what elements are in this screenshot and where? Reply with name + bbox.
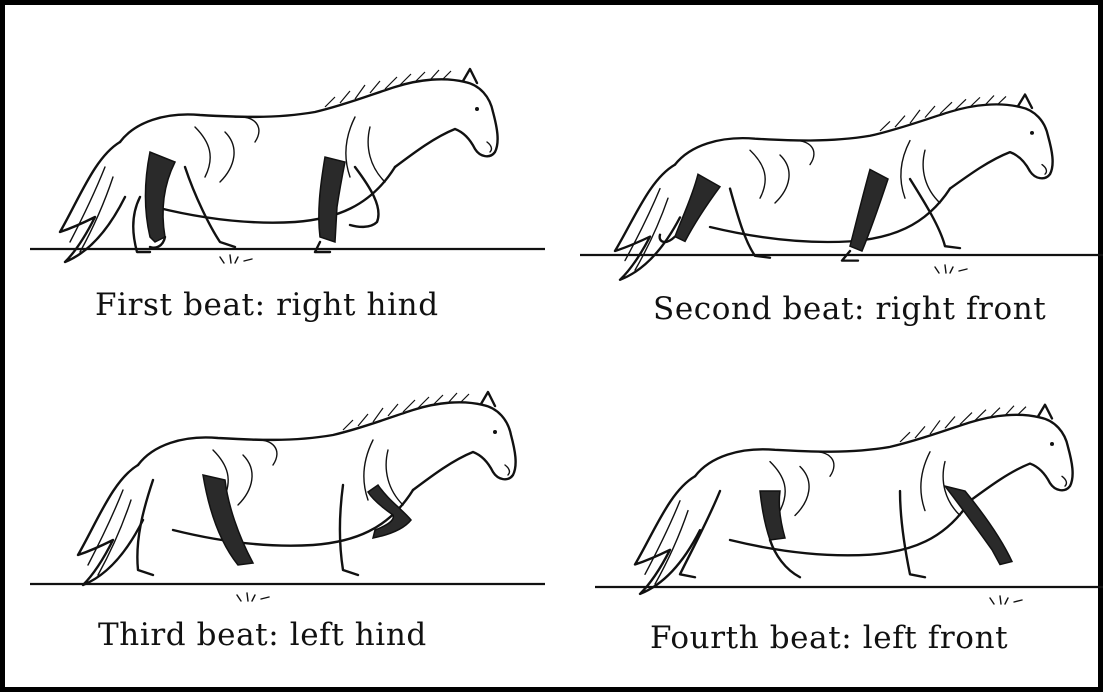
horse-illustration-first-beat — [60, 69, 498, 262]
caption-first-beat: First beat: right hind — [95, 287, 439, 323]
horse-illustration-fourth-beat — [635, 405, 1073, 594]
horse-illustration-second-beat — [615, 95, 1053, 280]
caption-third-beat: Third beat: left hind — [98, 617, 427, 653]
horse-illustration-third-beat — [78, 392, 516, 585]
gait-diagram: First beat: right hind Second beat: righ… — [5, 5, 1103, 697]
hoofprint-marks — [990, 596, 1022, 604]
caption-second-beat: Second beat: right front — [653, 291, 1046, 327]
caption-fourth-beat: Fourth beat: left front — [650, 620, 1008, 656]
hoofprint-marks — [237, 593, 269, 601]
hoofprint-marks — [935, 265, 967, 273]
hoofprint-marks — [220, 255, 252, 263]
